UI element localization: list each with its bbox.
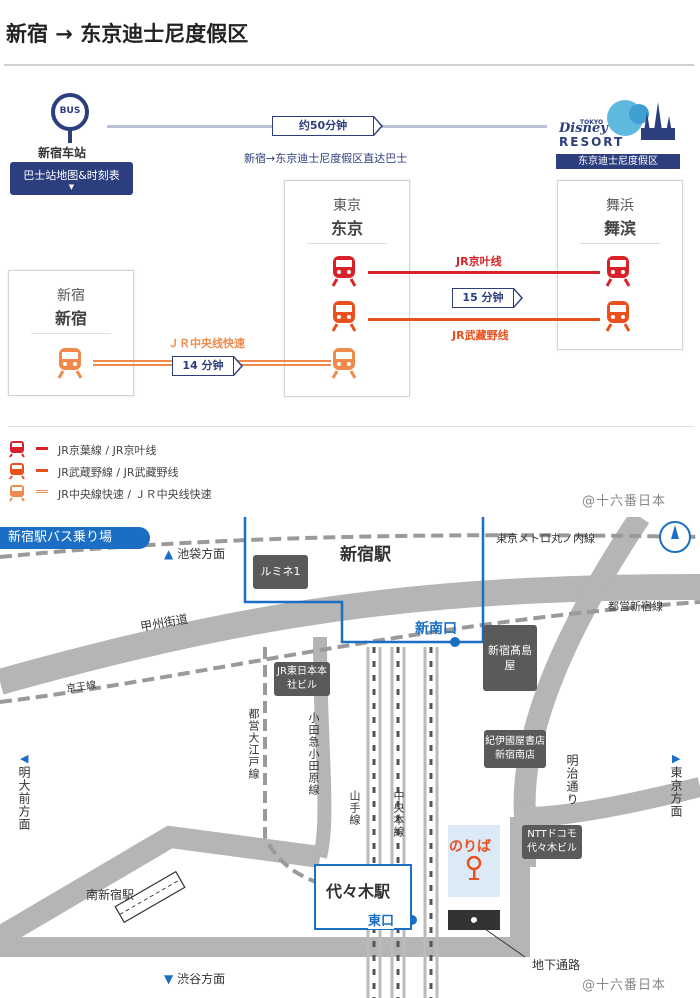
road-meiji — [513, 517, 650, 867]
route-label-chuo: ＪＲ中央线快速 — [168, 337, 245, 350]
rail-oedo — [263, 647, 331, 889]
rail-metro — [0, 533, 700, 559]
label-ikebukuro: ▲ 池袋方面 — [164, 547, 226, 561]
legend-label: JR京葉線 / JR京叶线 — [58, 444, 157, 457]
label-toei-shinjuku: 都営新宿線 — [608, 600, 663, 613]
rail-keio — [0, 600, 700, 704]
train-icon-musashino-maihama — [605, 301, 631, 332]
arrow-up-icon: ▲ — [164, 547, 174, 561]
shinjuku-station-outline — [243, 517, 485, 644]
page-title: 新宿 → 东京迪士尼度假区 — [6, 22, 249, 46]
train-icon-keiyo-tokyo — [331, 256, 357, 287]
chevron-down-icon: ▼ — [68, 183, 75, 191]
route-label-musashino: JR武藏野线 — [452, 329, 509, 342]
label-minami-shinjuku: 南新宿駅 — [86, 888, 135, 902]
logo-disney-text: Disney — [559, 121, 608, 136]
divider — [307, 243, 387, 244]
legend-label: JR中央線快速 / ＪＲ中央线快速 — [58, 488, 212, 501]
legend-line — [36, 469, 48, 472]
label-takashimaya: 新宿髙島屋 — [483, 625, 537, 691]
yoyogi-station-box: 代々木駅 — [314, 864, 412, 930]
label-meijimae: 明大前方面 — [17, 766, 31, 831]
label-underground: 地下通路 — [532, 958, 581, 972]
legend-label: JR武蔵野線 / JR武藏野线 — [58, 466, 179, 479]
station-cn-name: 舞滨 — [603, 219, 636, 238]
label-shinjuku-station: 新宿駅 — [340, 545, 391, 565]
train-icon — [9, 485, 25, 502]
label-yamanote: 山手線 — [348, 790, 361, 826]
bus-map-button-label: 巴士站地图&时刻表 — [23, 169, 120, 182]
station-jp-name: 東京 — [333, 198, 361, 214]
rail-yamanote — [366, 647, 382, 998]
route-time-keiyo: 15 分钟 — [462, 291, 504, 304]
label-yoyogi-station: 代々木駅 — [326, 882, 391, 901]
route-line-musashino — [368, 318, 600, 321]
label-shin-minamiguchi[interactable]: 新南口 — [415, 621, 457, 637]
station-cn-name: 东京 — [330, 219, 363, 238]
disney-resort-logo: TOKYO Disney RESORT — [555, 94, 680, 152]
label-shibuya: ▼ 渋谷方面 — [164, 972, 226, 986]
label-tokyo-dir: 東京方面 — [669, 766, 683, 818]
label-lumine: ルミネ1 — [253, 555, 308, 589]
bus-duration: 约50分钟 — [298, 119, 348, 132]
mid-time-box: 15 分钟 — [452, 288, 523, 308]
train-icon — [9, 441, 25, 458]
train-icon-keiyo-maihama — [605, 256, 631, 287]
chuo-time-box: 14 分钟 — [172, 356, 243, 376]
road-bottom — [0, 817, 530, 957]
label-metro: 東京メトロ丸ノ内線 — [496, 532, 595, 545]
rail-east — [423, 647, 439, 998]
arrow-right-icon: ▶ — [672, 752, 681, 765]
header-divider — [4, 64, 694, 66]
bus-icon-label: BUS — [59, 106, 81, 116]
label-chuo: 中央本線 — [392, 790, 405, 838]
legend-divider — [8, 426, 694, 427]
bus-duration-box: 约50分钟 — [272, 116, 383, 136]
label-kinokuniya: 紀伊國屋書店新宿南店 — [484, 730, 546, 768]
resort-caption: 东京迪士尼度假区 — [556, 154, 680, 169]
divider — [580, 243, 660, 244]
label-higashiguchi[interactable]: 東口 — [368, 910, 395, 929]
route-time-chuo: 14 分钟 — [182, 359, 224, 372]
bus-stop-pin-icon[interactable] — [465, 856, 483, 882]
train-icon-musashino-tokyo — [331, 301, 357, 332]
road-ntt — [524, 777, 700, 827]
bus-stop-icon — [51, 93, 89, 143]
train-icon-chuo-shinjuku — [57, 348, 83, 379]
map-banner: 新宿駅バス乗り場 — [0, 527, 150, 549]
watermark: @十六番日本 — [582, 494, 667, 509]
label-jr-east: JR東日本本社ビル — [274, 662, 330, 696]
bus-stop-name: 新宿车站 — [38, 146, 87, 160]
noriba-area — [448, 825, 500, 897]
label-toei-oedo: 都営大江戸線 — [247, 708, 260, 780]
route-line-keiyo — [368, 271, 600, 274]
label-meiji: 明治通り — [565, 754, 579, 806]
rail-chuo-main — [390, 647, 406, 998]
label-noriba: のりば — [449, 839, 491, 855]
legend-line — [36, 490, 48, 493]
arrow-down-icon: ▼ — [164, 972, 174, 986]
station-jp-name: 新宿 — [57, 288, 85, 304]
shin-minamiguchi-marker — [450, 637, 460, 647]
castle-icon — [607, 100, 675, 140]
station-card-shinjuku: 新宿 新宿 — [8, 270, 134, 396]
bus-route-text: 新宿→东京迪士尼度假区直达巴士 — [244, 152, 408, 165]
train-icon-chuo-tokyo — [331, 348, 357, 379]
arrow-left-icon: ◀ — [20, 752, 29, 765]
train-icon — [9, 463, 25, 480]
label-odakyu: 小田急小田原線 — [307, 712, 320, 796]
bus-map-timetable-button[interactable]: 巴士站地图&时刻表 ▼ — [10, 162, 133, 195]
road-south — [0, 825, 322, 947]
station-cn-name: 新宿 — [54, 309, 87, 328]
divider — [31, 333, 111, 334]
watermark: @十六番日本 — [582, 978, 667, 993]
station-map — [0, 517, 700, 998]
logo-tokyo-text: TOKYO — [580, 119, 604, 126]
route-label-keiyo: JR京叶线 — [456, 255, 502, 268]
station-jp-name: 舞浜 — [606, 198, 634, 214]
logo-resort-text: RESORT — [559, 135, 625, 149]
label-ntt: NTTドコモ代々木ビル — [522, 825, 582, 859]
legend-line — [36, 447, 48, 450]
